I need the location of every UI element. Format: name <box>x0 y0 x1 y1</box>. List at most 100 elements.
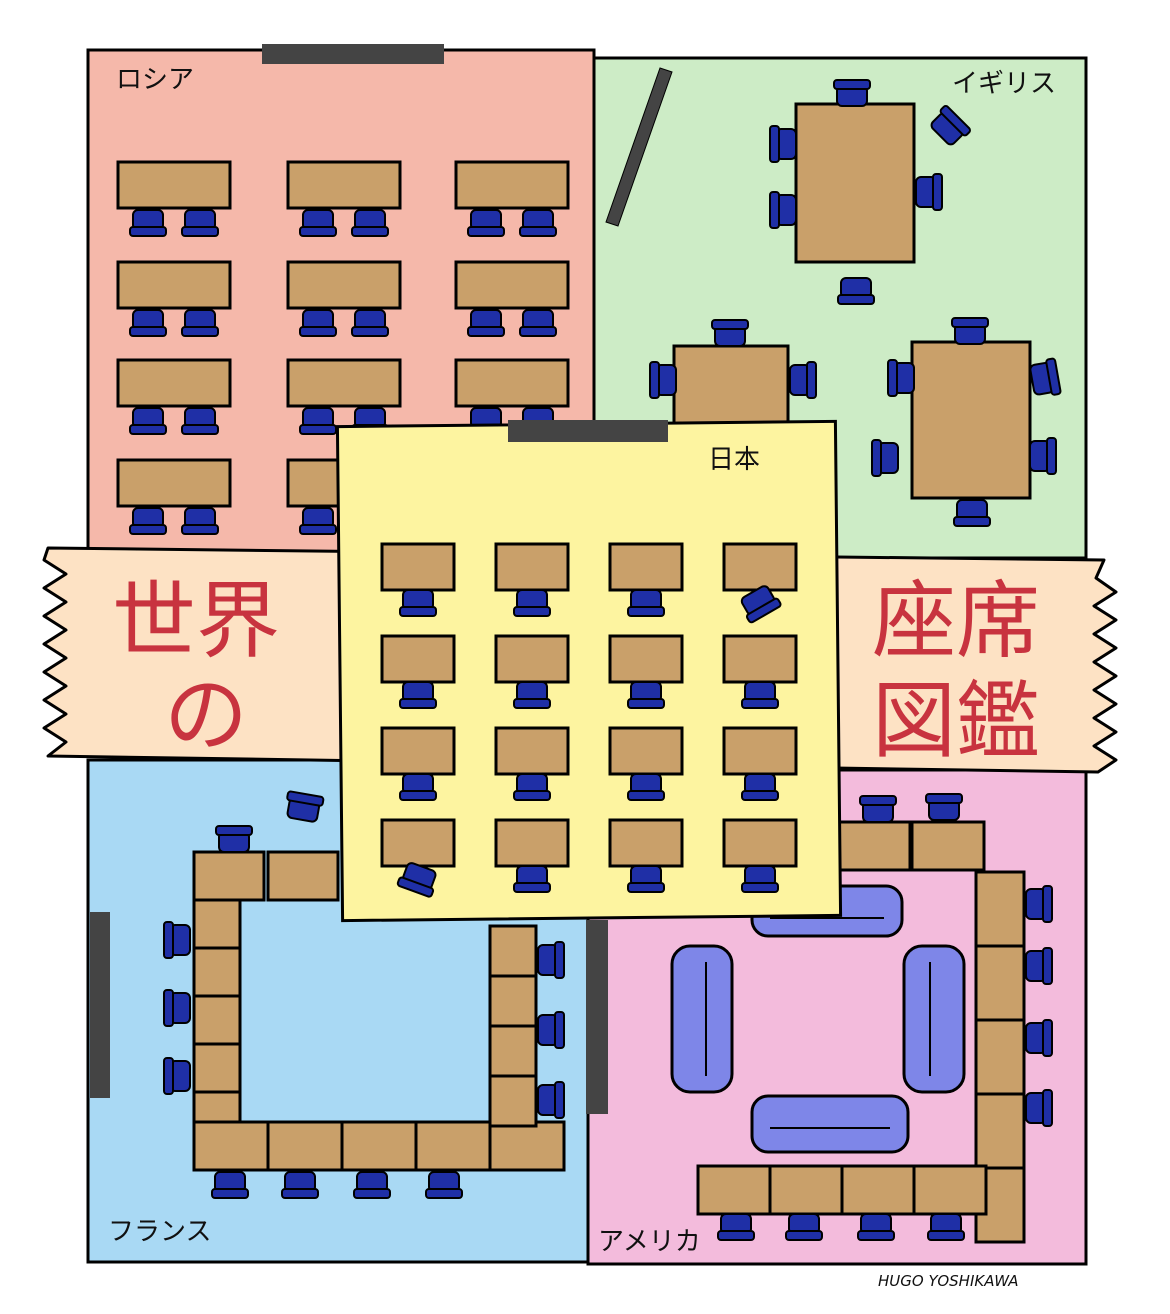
usa-sofas <box>670 884 966 1154</box>
russia-chair <box>181 309 219 337</box>
japan-desk <box>608 634 684 684</box>
uk-label: イギリス <box>952 69 1056 99</box>
france-desk <box>192 850 266 902</box>
usa-chair <box>857 1213 895 1241</box>
usa-chair <box>1025 947 1053 985</box>
usa-desk <box>912 1164 988 1216</box>
usa-desk <box>974 1018 1026 1096</box>
russia-chair <box>129 209 167 237</box>
usa-chair <box>1025 1019 1053 1057</box>
france-chair <box>353 1171 391 1199</box>
russia-chair <box>467 209 505 237</box>
russia-desk <box>116 458 232 508</box>
france-desk <box>488 1120 566 1172</box>
usa-desk <box>696 1164 772 1216</box>
japan-chair <box>627 681 665 709</box>
russia-chair <box>519 209 557 237</box>
france-desk <box>340 1120 418 1172</box>
usa-desks <box>696 793 1053 1244</box>
russia-chair <box>129 309 167 337</box>
japan-desk <box>722 818 798 868</box>
france-whiteboard <box>90 912 110 1098</box>
france-desk <box>266 1120 344 1172</box>
sofa-left <box>670 944 734 1094</box>
japan-desk <box>494 542 570 592</box>
russia-desk <box>454 358 570 408</box>
france-chair <box>425 1171 463 1199</box>
russia-chair <box>351 209 389 237</box>
russia-desks <box>116 160 570 535</box>
russia-chair <box>181 209 219 237</box>
japan-chair <box>399 589 437 617</box>
france-chair <box>282 790 325 824</box>
france-chair <box>537 1011 565 1049</box>
japan-desk <box>380 818 456 868</box>
russia-desk <box>286 160 402 210</box>
sofa-right <box>902 944 966 1094</box>
usa-whiteboard <box>586 920 608 1114</box>
france-desk <box>488 924 538 978</box>
france-desk <box>488 1074 538 1128</box>
russia-chair <box>351 309 389 337</box>
japan-chair <box>513 773 551 801</box>
japan-chair <box>741 681 779 709</box>
japan-whiteboard <box>508 420 668 442</box>
usa-chair <box>927 1213 965 1241</box>
japan-desk <box>722 726 798 776</box>
france-chair <box>281 1171 319 1199</box>
usa-desk <box>840 1164 916 1216</box>
russia-chair <box>129 407 167 435</box>
japan-chair <box>627 865 665 893</box>
sofa-bottom <box>750 1094 910 1154</box>
france-desk <box>266 850 340 902</box>
russia-chair <box>299 407 337 435</box>
japan-chair <box>513 681 551 709</box>
russia-chair <box>299 309 337 337</box>
france-chair <box>163 921 191 959</box>
france-desk <box>192 1042 242 1094</box>
usa-desk <box>974 870 1026 948</box>
russia-chair <box>181 507 219 535</box>
france-desk <box>192 898 242 950</box>
japan-desk <box>608 726 684 776</box>
japan-desk <box>494 726 570 776</box>
russia-desk <box>116 260 232 310</box>
france-chair <box>215 825 253 853</box>
france-desk <box>488 1024 538 1078</box>
russia-chair <box>181 407 219 435</box>
usa-desk <box>974 1092 1026 1170</box>
japan-desk <box>608 818 684 868</box>
russia-chair <box>299 507 337 535</box>
japan-chair <box>741 865 779 893</box>
japan-desk <box>608 542 684 592</box>
title-right-line2: 図鑑 <box>872 672 1040 770</box>
japan-chair <box>399 681 437 709</box>
france-desk <box>192 1120 270 1172</box>
uk-whiteboard <box>605 67 673 227</box>
france-chair <box>537 1081 565 1119</box>
usa-chair <box>1025 1089 1053 1127</box>
japan-label: 日本 <box>708 445 760 475</box>
usa-label: アメリカ <box>598 1227 701 1257</box>
france-chair <box>211 1171 249 1199</box>
france-chair <box>163 989 191 1027</box>
usa-desk <box>974 944 1026 1022</box>
uk-table-2 <box>672 344 790 434</box>
france-desk <box>192 946 242 998</box>
russia-desk <box>286 260 402 310</box>
japan-desk <box>722 634 798 684</box>
russia-desk <box>116 160 232 210</box>
france-desk <box>192 994 242 1046</box>
japan-desk <box>380 634 456 684</box>
russia-chair <box>299 209 337 237</box>
russia-chair <box>129 507 167 535</box>
russia-whiteboard <box>262 44 444 64</box>
russia-desk <box>286 358 402 408</box>
title-right-line1: 座席 <box>872 572 1040 670</box>
usa-chair <box>925 793 963 821</box>
japan-desk <box>722 542 798 592</box>
uk-tables <box>649 79 1062 527</box>
japan-desk <box>380 542 456 592</box>
usa-desk <box>910 820 986 872</box>
